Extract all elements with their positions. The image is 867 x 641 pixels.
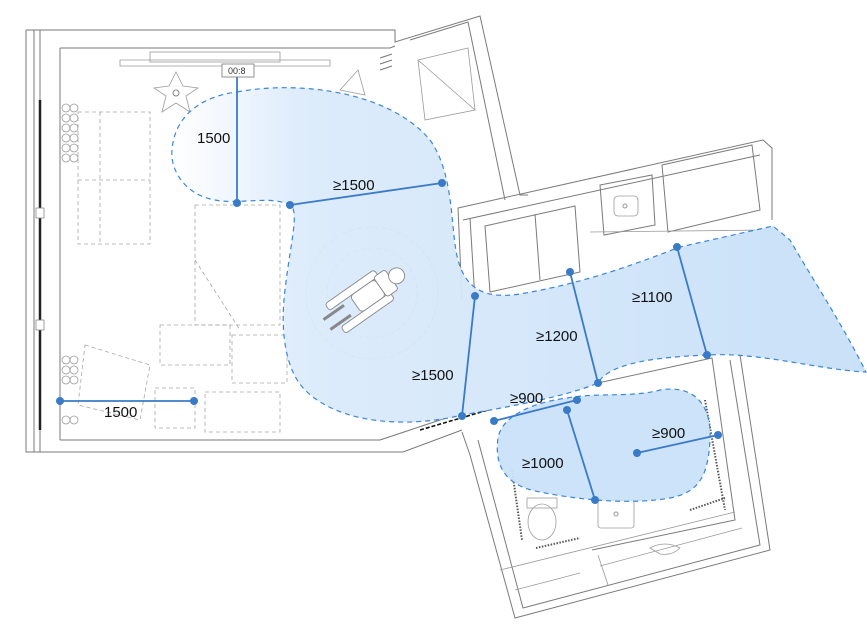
dimension-5: ≥1200 — [536, 268, 602, 387]
dimension-label-5: ≥1200 — [536, 328, 578, 345]
main-circulation-zone — [171, 87, 867, 423]
dimension-6: ≥1100 — [632, 243, 711, 359]
dimension-lines: 1500 ≥1500 1500 ≥1500 ≥1200 ≥1100 — [56, 66, 722, 504]
clock-tag: 00:8 — [221, 63, 255, 78]
circulation-zones — [171, 87, 867, 502]
dimension-label-7: ≥900 — [510, 390, 543, 407]
wheelchair-icon — [322, 267, 406, 333]
dimension-label-6: ≥1100 — [632, 289, 673, 306]
dimension-label-8: ≥1000 — [522, 455, 564, 472]
dimension-label-2: ≥1500 — [333, 177, 375, 194]
dimension-label-9: ≥900 — [652, 425, 685, 442]
dimension-label-1: 1500 — [197, 130, 230, 147]
dimension-label-3: 1500 — [104, 404, 137, 421]
dimension-4: ≥1500 — [412, 292, 479, 420]
bathroom-circulation-zone — [496, 388, 711, 502]
walls — [25, 15, 773, 619]
dimension-3: 1500 — [56, 397, 198, 421]
dimension-label-4: ≥1500 — [412, 367, 454, 384]
dimension-8: ≥1000 — [522, 406, 599, 504]
clock-label: 00:8 — [228, 66, 246, 76]
dimension-9: ≥900 — [633, 425, 722, 457]
dimension-7: ≥900 — [490, 390, 581, 425]
dimension-2: ≥1500 — [286, 177, 446, 209]
